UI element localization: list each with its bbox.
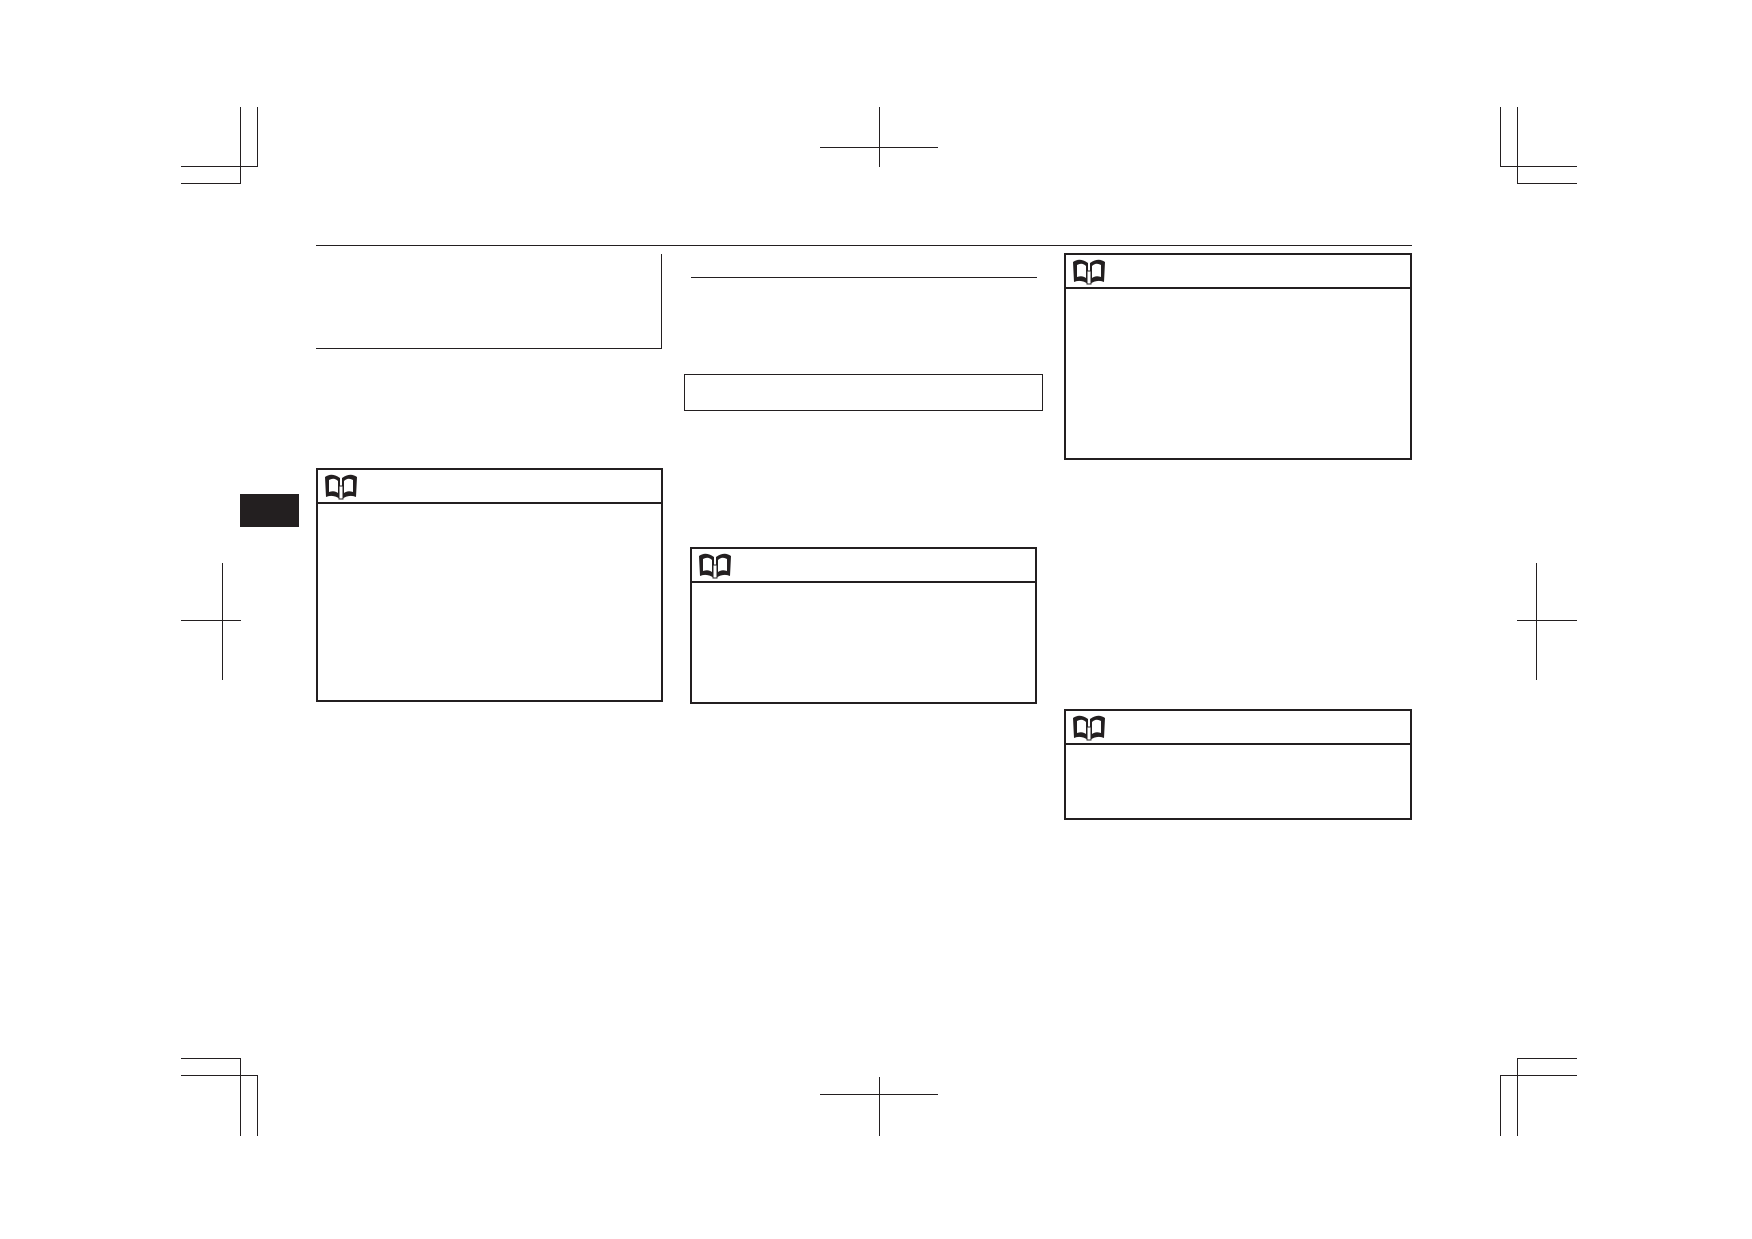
registration-mark	[820, 147, 938, 148]
crop-mark	[257, 1075, 258, 1136]
crop-mark	[1500, 107, 1501, 167]
intro-block-right-rule	[661, 254, 662, 349]
crop-mark	[1500, 1075, 1577, 1076]
note-box	[1064, 709, 1412, 820]
crop-mark	[1517, 1058, 1577, 1059]
caption-box	[684, 374, 1043, 411]
registration-mark	[222, 563, 223, 680]
book-icon	[1073, 715, 1105, 741]
note-box	[690, 547, 1037, 704]
note-box	[316, 468, 663, 702]
chapter-tab	[240, 494, 299, 527]
section-heading-rule	[691, 277, 1037, 278]
crop-mark	[240, 107, 241, 184]
note-header	[318, 470, 661, 504]
registration-mark	[1517, 620, 1577, 621]
crop-mark	[1517, 1058, 1518, 1136]
note-header	[1066, 255, 1410, 289]
crop-mark	[181, 183, 241, 184]
header-rule	[316, 245, 1412, 246]
registration-mark	[181, 620, 241, 621]
book-icon	[1073, 259, 1105, 285]
registration-mark	[879, 1077, 880, 1136]
registration-mark	[879, 107, 880, 167]
intro-block-bottom-rule	[316, 348, 662, 349]
crop-mark	[181, 1058, 241, 1059]
crop-mark	[1517, 183, 1577, 184]
book-icon	[325, 474, 357, 500]
note-header	[692, 549, 1035, 583]
note-box	[1064, 253, 1412, 460]
book-icon	[699, 553, 731, 579]
registration-mark	[1536, 563, 1537, 680]
crop-mark	[181, 166, 257, 167]
crop-mark	[181, 1075, 257, 1076]
note-header	[1066, 711, 1410, 745]
registration-mark	[820, 1094, 938, 1095]
crop-mark	[1500, 166, 1577, 167]
crop-mark	[240, 1058, 241, 1136]
crop-mark	[257, 107, 258, 167]
crop-mark	[1500, 1075, 1501, 1136]
crop-mark	[1517, 107, 1518, 184]
